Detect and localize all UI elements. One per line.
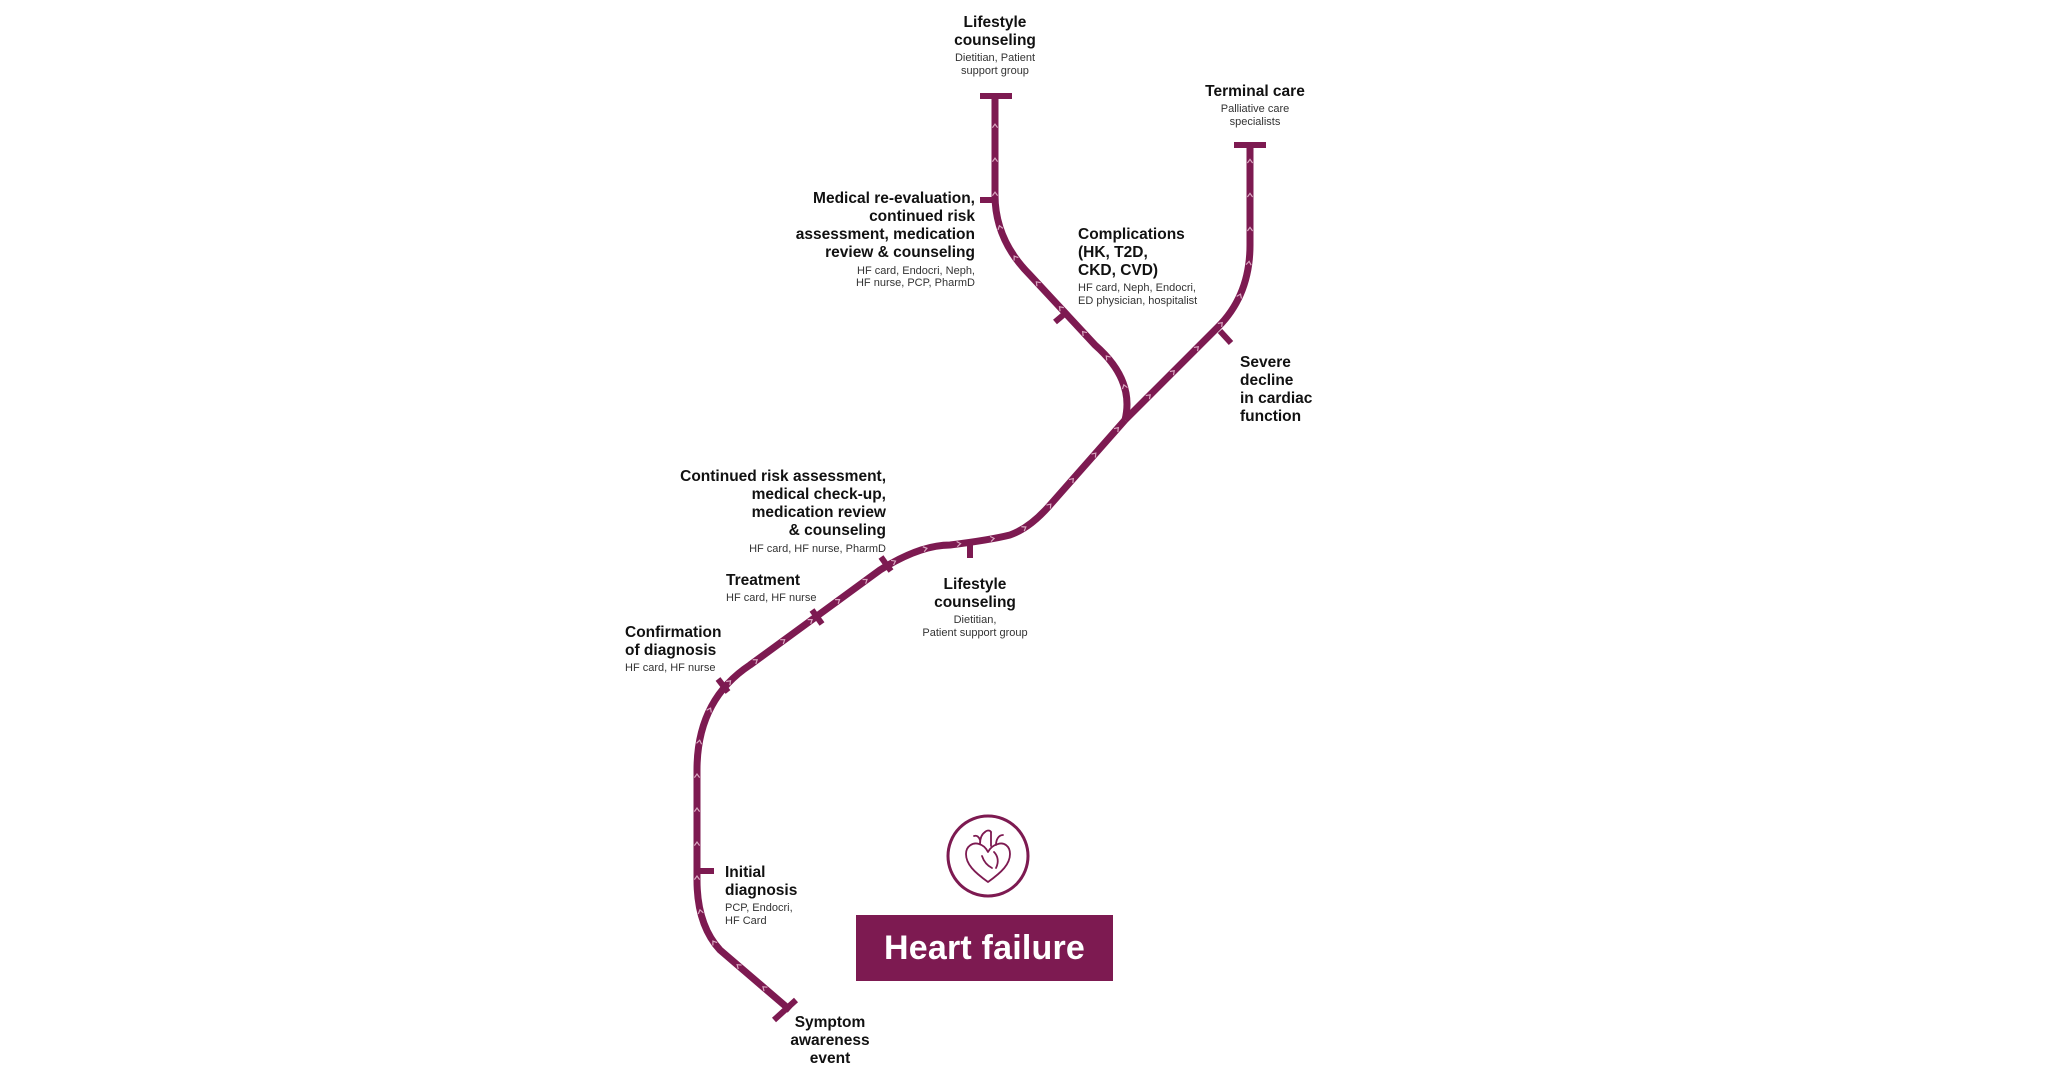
- route-direction-chevron: [1021, 526, 1027, 532]
- stop-severe-decline: Severe decline in cardiac function: [1240, 354, 1360, 427]
- stop-tick-confirmation: [715, 677, 731, 694]
- stop-medical-reeval-roles: HF card, Endocri, Neph, HF nurse, PCP, P…: [855, 264, 975, 290]
- stop-medical-reeval: Medical re-evaluation, continued risk as…: [775, 190, 975, 290]
- route-direction-chevron: [862, 578, 868, 584]
- route-direction-chevron: [752, 659, 759, 665]
- stop-lifestyle-top-roles: Dietitian, Patient support group: [954, 52, 1036, 77]
- stop-terminal-roles: Palliative care specialists: [1220, 103, 1290, 128]
- route-direction-chevron: [997, 224, 1004, 231]
- route-direction-chevron: [762, 986, 768, 992]
- stop-initial-diagnosis-title: Initial diagnosis: [725, 864, 798, 900]
- route-direction-chevron: [693, 807, 701, 813]
- stop-lifestyle-mid-title: Lifestyle counseling: [934, 576, 1016, 612]
- route-direction-chevron: [726, 680, 732, 686]
- stop-initial-diagnosis-roles: PCP, Endocri, HF Card: [725, 902, 793, 927]
- route-direction-chevron: [1193, 346, 1199, 352]
- stop-tick-continued-risk: [878, 555, 894, 573]
- stop-medical-reeval-title: Medical re-evaluation, continued risk as…: [795, 190, 975, 262]
- route-direction-chevron: [922, 546, 928, 553]
- route-direction-chevron: [1246, 158, 1254, 164]
- route-direction-chevron: [1169, 370, 1175, 376]
- route-direction-chevron: [1068, 477, 1074, 484]
- stop-treatment-roles: HF card, HF nurse: [726, 592, 817, 605]
- route-direction-chevron: [1236, 293, 1243, 299]
- route-direction-chevron: [835, 598, 841, 604]
- route-direction-chevron: [1046, 503, 1052, 509]
- route-direction-chevron: [780, 639, 786, 645]
- route-direction-chevron: [736, 964, 742, 970]
- route-right-branch: [1122, 145, 1254, 423]
- heart-icon: [946, 814, 1030, 898]
- stop-continued-risk-title: Continued risk assessment, medical check…: [680, 468, 886, 540]
- stop-symptom-title: Symptom awareness event: [790, 1014, 870, 1068]
- stop-treatment-title: Treatment: [726, 572, 801, 589]
- stop-tick-treatment: [809, 608, 825, 626]
- route-end-cap-symptom: [771, 997, 799, 1023]
- stop-lifestyle-mid: Lifestyle counseling Dietitian, Patient …: [895, 576, 1055, 640]
- stop-terminal-title: Terminal care: [1205, 83, 1305, 100]
- stop-confirmation-roles: HF card, HF nurse: [625, 662, 716, 675]
- stop-lifestyle-mid-roles: Dietitian, Patient support group: [922, 614, 1028, 639]
- stop-confirmation: Confirmation of diagnosis HF card, HF nu…: [625, 624, 775, 675]
- stop-treatment: Treatment HF card, HF nurse: [726, 572, 866, 605]
- route-direction-chevron: [706, 707, 712, 713]
- route-direction-chevron: [693, 773, 701, 779]
- route-direction-chevron: [1121, 383, 1128, 390]
- route-direction-chevron: [1091, 452, 1097, 458]
- route-direction-chevron: [991, 191, 999, 197]
- route-direction-chevron: [1145, 394, 1151, 400]
- route-direction-chevron: [807, 619, 813, 625]
- stop-lifestyle-top: Lifestyle counseling Dietitian, Patient …: [930, 14, 1060, 78]
- route-direction-chevron: [991, 157, 999, 163]
- route-direction-chevron: [693, 875, 701, 881]
- route-direction-chevron: [1217, 321, 1223, 328]
- route-direction-chevron: [991, 123, 999, 129]
- route-direction-chevron: [1013, 255, 1019, 261]
- title-box: Heart failure: [856, 915, 1113, 981]
- stop-initial-diagnosis: Initial diagnosis PCP, Endocri, HF Card: [725, 864, 865, 928]
- stop-terminal: Terminal care Palliative care specialist…: [1190, 83, 1320, 128]
- route-direction-chevron: [1246, 192, 1254, 198]
- stop-complications-roles: HF card, Neph, Endocri, ED physician, ho…: [1078, 282, 1198, 308]
- stop-complications: Complications (HK, T2D, CKD, CVD) HF car…: [1078, 226, 1248, 308]
- route-direction-chevron: [1035, 281, 1041, 287]
- route-direction-chevron: [1245, 260, 1252, 266]
- route-direction-chevron: [696, 739, 703, 745]
- route-direction-chevron: [693, 841, 701, 847]
- stop-severe-decline-title: Severe decline in cardiac function: [1240, 354, 1313, 426]
- stop-continued-risk: Continued risk assessment, medical check…: [640, 468, 886, 555]
- route-direction-chevron: [956, 541, 962, 548]
- route-direction-chevron: [989, 535, 996, 543]
- route-direction-chevron: [1058, 306, 1064, 312]
- route-direction-chevron: [1081, 330, 1088, 337]
- route-direction-chevron: [1113, 426, 1119, 433]
- route-direction-chevron: [712, 940, 718, 946]
- stop-tick-complications: [1053, 308, 1070, 325]
- stop-complications-title: Complications (HK, T2D, CKD, CVD): [1078, 226, 1185, 280]
- stop-continued-risk-roles: HF card, HF nurse, PharmD: [749, 542, 886, 555]
- route-direction-chevron: [1246, 226, 1254, 232]
- stop-lifestyle-top-title: Lifestyle counseling: [954, 14, 1036, 50]
- route-direction-chevron: [891, 559, 897, 566]
- route-direction-chevron: [697, 908, 704, 915]
- route-left-branch: [991, 96, 1131, 421]
- stop-tick-severe-decline: [1217, 328, 1234, 346]
- stop-confirmation-title: Confirmation of diagnosis: [625, 624, 722, 660]
- stop-symptom: Symptom awareness event: [765, 1014, 895, 1068]
- route-direction-chevron: [1105, 355, 1111, 361]
